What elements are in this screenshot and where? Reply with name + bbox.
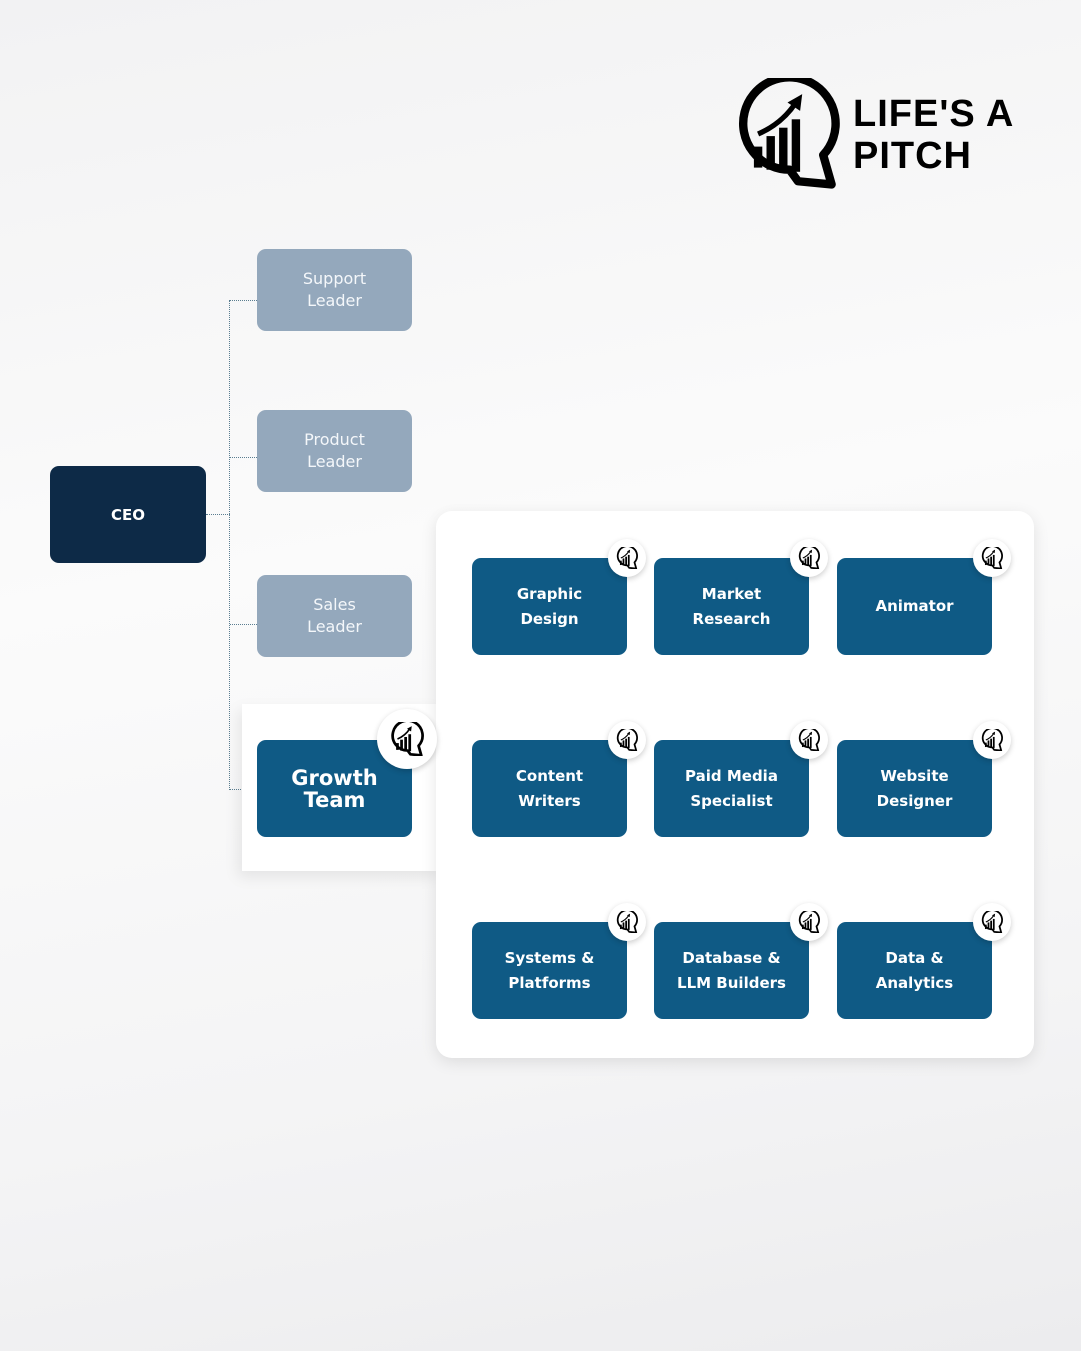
content-writers-node[interactable]: Content Writers (472, 740, 627, 837)
support-leader-node[interactable]: Support Leader (257, 249, 412, 331)
connector-ceo (206, 514, 230, 515)
logo-badge-icon (798, 547, 820, 569)
logo-badge-icon (981, 547, 1003, 569)
logo-text-line1: LIFE'S A (853, 93, 1015, 135)
market-research-node[interactable]: Market Research (654, 558, 809, 655)
product-leader-node[interactable]: Product Leader (257, 410, 412, 492)
systems-platforms-badge (608, 903, 646, 941)
logo-badge-icon (616, 729, 638, 751)
logo-badge-icon (798, 729, 820, 751)
connector-trunk (229, 300, 230, 790)
website-designer-badge (973, 721, 1011, 759)
database-llm-builders-badge (790, 903, 828, 941)
connector-sales (230, 624, 257, 625)
data-analytics-node[interactable]: Data & Analytics (837, 922, 992, 1019)
graphic-design-badge (608, 539, 646, 577)
data-analytics-badge (973, 903, 1011, 941)
paid-media-specialist-node[interactable]: Paid Media Specialist (654, 740, 809, 837)
database-llm-builders-node[interactable]: Database & LLM Builders (654, 922, 809, 1019)
connector-support (230, 300, 257, 301)
growth-team-badge (377, 709, 437, 769)
animator-badge (973, 539, 1011, 577)
market-research-badge (790, 539, 828, 577)
website-designer-node[interactable]: Website Designer (837, 740, 992, 837)
animator-node[interactable]: Animator (837, 558, 992, 655)
logo-badge-icon (798, 911, 820, 933)
logo-text-line2: PITCH (853, 135, 972, 177)
logo-badge-icon (616, 911, 638, 933)
logo-badge-icon (981, 911, 1003, 933)
logo: LIFE'S A PITCH (735, 78, 1075, 193)
ceo-node[interactable]: CEO (50, 466, 206, 563)
logo-badge-icon (390, 722, 424, 756)
graphic-design-node[interactable]: Graphic Design (472, 558, 627, 655)
logo-chart-bubble-icon (735, 78, 840, 190)
sales-leader-node[interactable]: Sales Leader (257, 575, 412, 657)
connector-product (230, 457, 257, 458)
logo-badge-icon (616, 547, 638, 569)
systems-platforms-node[interactable]: Systems & Platforms (472, 922, 627, 1019)
content-writers-badge (608, 721, 646, 759)
paid-media-specialist-badge (790, 721, 828, 759)
logo-badge-icon (981, 729, 1003, 751)
